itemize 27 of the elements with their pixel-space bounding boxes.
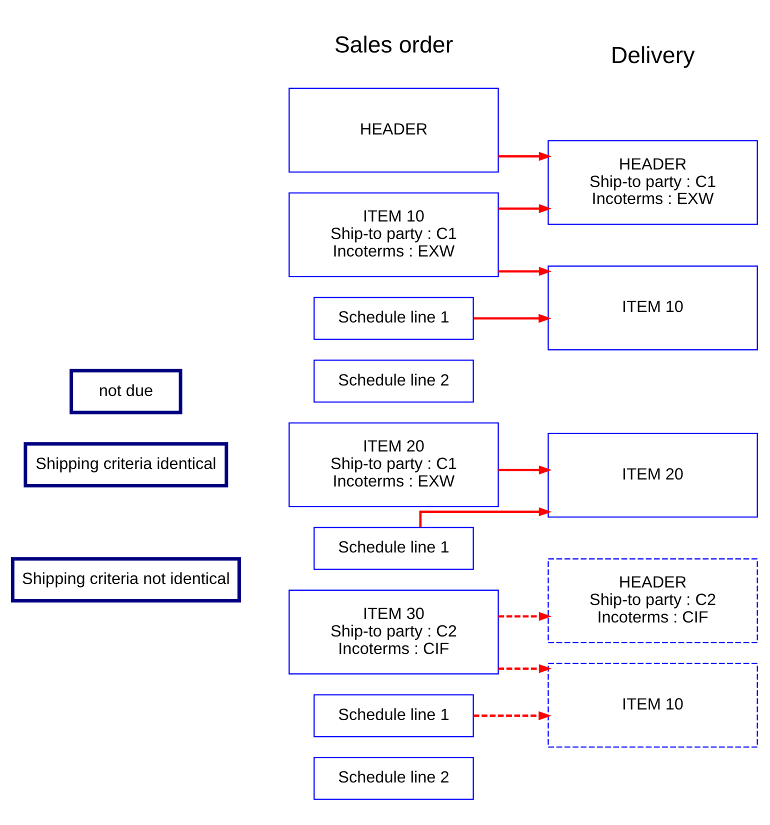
node-box: HEADER Ship-to party : C1 Incoterms : EXW xyxy=(548,140,758,225)
node-box: HEADER xyxy=(288,88,499,173)
node-box: HEADER Ship-to party : C2 Incoterms : CIF xyxy=(548,558,758,644)
arrow xyxy=(498,466,552,474)
arrow xyxy=(498,266,552,276)
arrow xyxy=(474,314,552,323)
node-box: Schedule line 2 xyxy=(314,756,474,800)
node-box: Shipping criteria not identical xyxy=(10,557,241,602)
arrow xyxy=(474,711,552,720)
node-box: ITEM 10 xyxy=(548,662,758,748)
arrow xyxy=(498,152,552,161)
arrow xyxy=(498,612,552,621)
node-box: ITEM 10 xyxy=(548,266,758,350)
arrow xyxy=(498,204,552,214)
node-box: Shipping criteria identical xyxy=(24,442,228,488)
node-box: Schedule line 1 xyxy=(314,296,474,340)
node-box: ITEM 30 Ship-to party : C2 Incoterms : CIF xyxy=(288,590,499,674)
node-box: Schedule line 2 xyxy=(314,360,474,403)
node-box: ITEM 20 xyxy=(548,432,758,518)
node-box: ITEM 20 Ship-to party : C1 Incoterms : EXW xyxy=(288,422,499,508)
arrow xyxy=(498,664,552,674)
node-box: Schedule line 1 xyxy=(314,694,474,738)
node-box: not due xyxy=(70,368,182,414)
label: Sales order xyxy=(334,31,454,58)
label: Delivery xyxy=(610,42,695,68)
node-box: ITEM 10 Ship-to party : C1 Incoterms : EXW xyxy=(288,192,499,278)
node-box: Schedule line 1 xyxy=(314,526,474,570)
